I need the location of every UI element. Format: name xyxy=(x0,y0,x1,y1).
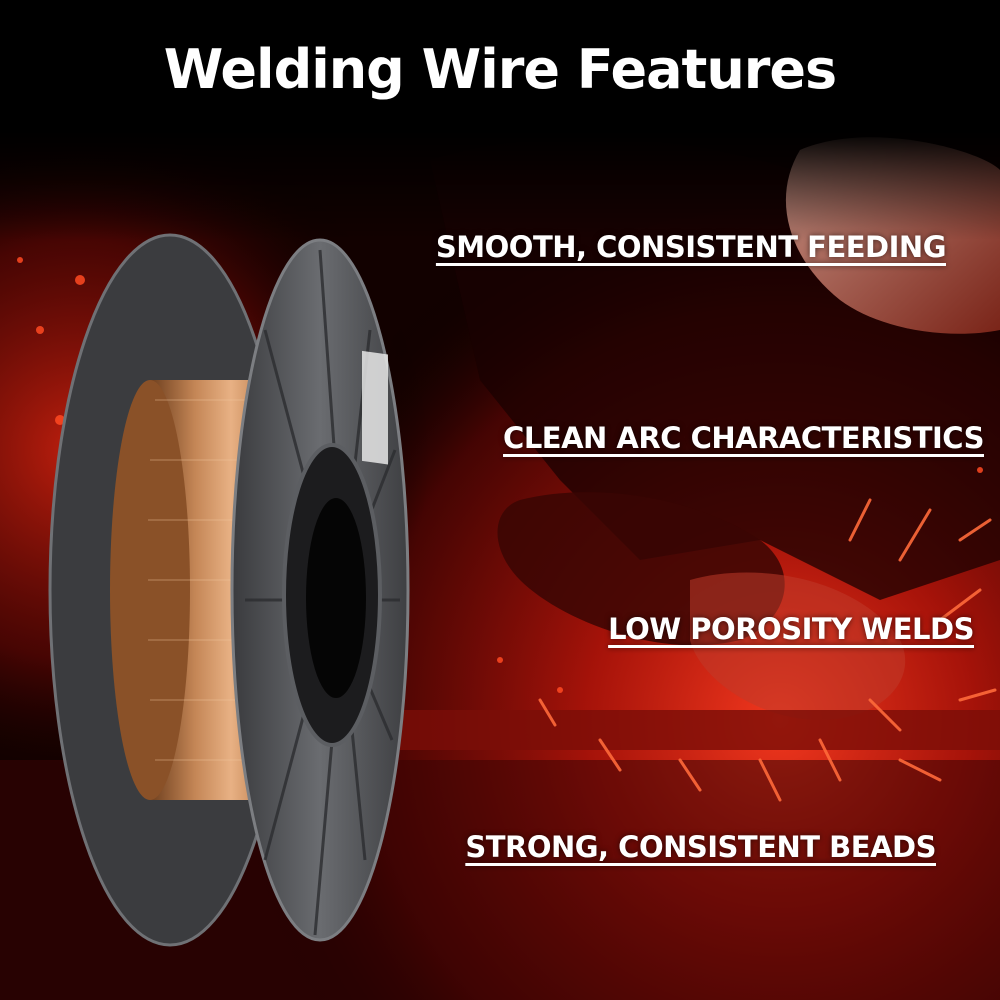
feature-low-porosity: LOW POROSITY WELDS xyxy=(608,612,974,646)
feature-strong-beads: STRONG, CONSISTENT BEADS xyxy=(465,830,936,864)
feature-smooth-feeding: SMOOTH, CONSISTENT FEEDING xyxy=(435,230,947,264)
page-title: Welding Wire Features xyxy=(163,38,837,101)
feature-clean-arc: CLEAN ARC CHARACTERISTICS xyxy=(503,421,984,455)
